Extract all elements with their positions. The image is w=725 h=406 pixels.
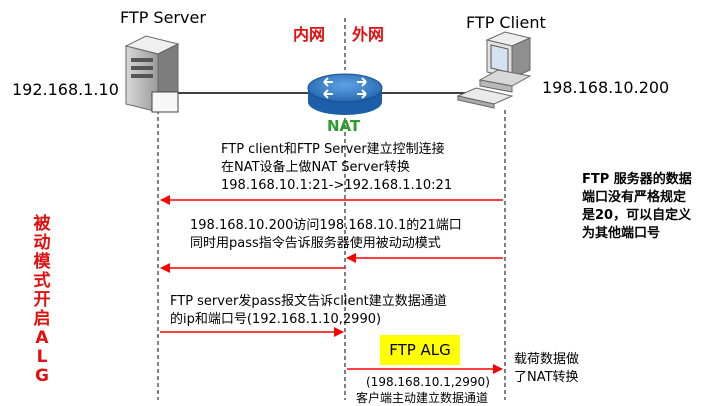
router-icon <box>307 73 383 115</box>
client-title: FTP Client <box>466 13 546 32</box>
zone-outer-label: 外网 <box>352 25 385 44</box>
msg-pass-line1: 198.168.10.200访问198.168.10.1的21端口 <box>190 218 462 233</box>
msg-pass-line2: 同时用pass指令告诉服务器使用被动动模式 <box>190 236 441 251</box>
nat-label: NAT <box>327 117 361 135</box>
right-note-line1: FTP 服务器的数据 <box>582 172 692 187</box>
computer-icon <box>456 31 532 109</box>
server-ip: 192.168.1.10 <box>12 80 119 99</box>
zone-inner-label: 内网 <box>293 25 326 44</box>
server-icon <box>124 35 180 113</box>
data-channel-line2: 客户端主动建立数据通道 <box>356 391 489 405</box>
msg-reply-line1: FTP server发pass报文告诉client建立数据通道 <box>170 294 447 309</box>
server-title: FTP Server <box>120 8 206 27</box>
msg-control-line3: 198.168.10.1:21->192.168.1.10:21 <box>221 178 453 193</box>
right-note-line2: 端口没有严格规定 <box>582 190 687 205</box>
right-note-line3: 是20，可以自定义 <box>582 208 692 223</box>
payload-note-line2: 了NAT转换 <box>514 370 579 385</box>
passive-mode-alg-label: 被动模式开启ALG <box>33 214 51 386</box>
data-channel-line1: (198.168.10.1,2990) <box>366 375 490 389</box>
msg-control-line2: 在NAT设备上做NAT Server转换 <box>221 160 410 175</box>
right-note-line4: 为其他端口号 <box>582 226 661 241</box>
ftp-alg-badge: FTP ALG <box>380 335 460 365</box>
payload-note-line1: 载荷数据做 <box>514 352 580 367</box>
msg-reply-line2: 的ip和端口号(192.168.1.10,2990) <box>170 312 382 327</box>
client-ip: 198.168.10.200 <box>542 78 670 97</box>
msg-control-line1: FTP client和FTP Server建立控制连接 <box>221 142 445 157</box>
